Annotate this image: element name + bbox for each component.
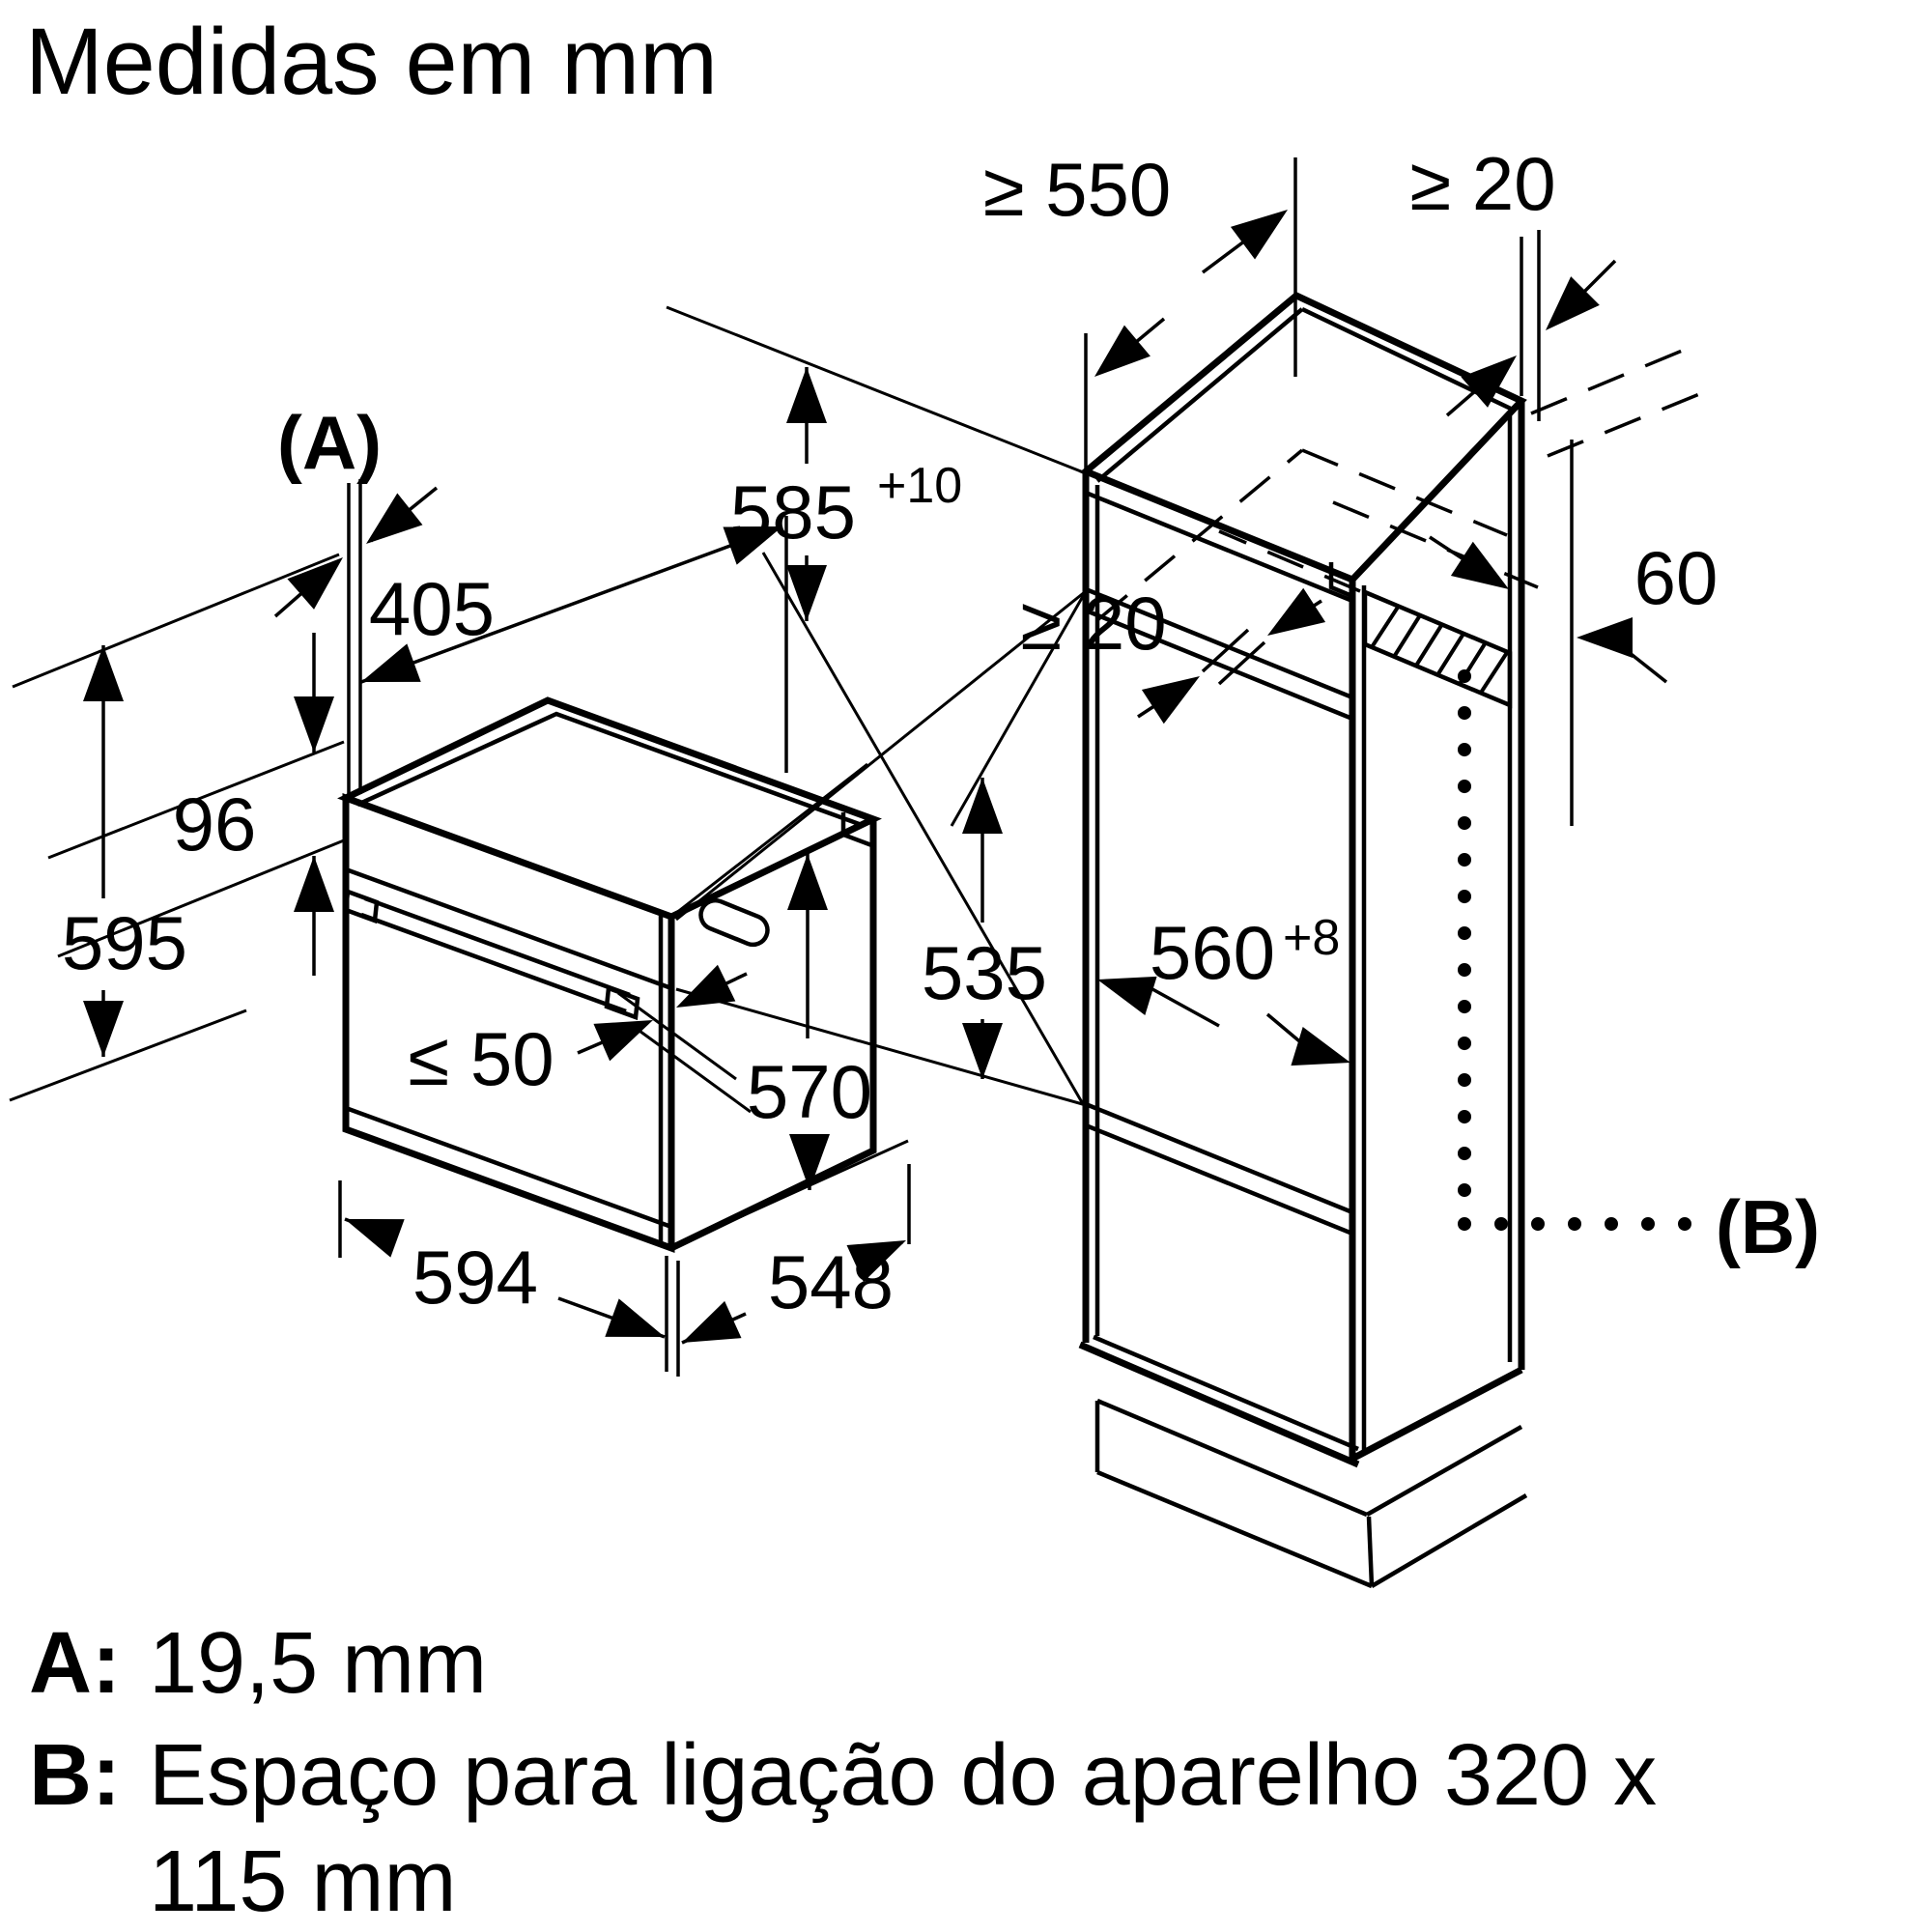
ref-b: (B) bbox=[1716, 1184, 1820, 1269]
arrowhead bbox=[361, 643, 421, 682]
footnotes: A: 19,5 mm B: Espaço para ligação do apare… bbox=[29, 1611, 1782, 1932]
arrowhead bbox=[962, 1023, 1003, 1079]
arrowhead bbox=[682, 1300, 742, 1343]
dim-line bbox=[1137, 599, 1322, 719]
dim-label-shelf-rear-gap: ≥ 20 bbox=[1020, 581, 1166, 666]
arrowhead bbox=[846, 1240, 906, 1283]
footnote-b-line1: Espaço para ligação do aparelho 320 x bbox=[149, 1726, 1658, 1824]
dim-ref-a: (A) bbox=[273, 400, 439, 796]
dim-label-top-recess-depth: 405 bbox=[369, 566, 495, 651]
vent-hatch-outline bbox=[1362, 588, 1513, 709]
dim-oven-depth: 548 bbox=[681, 1164, 911, 1345]
dim-label-oven-width: 594 bbox=[412, 1235, 538, 1320]
dim-label-panel-height: 96 bbox=[173, 781, 257, 867]
oven-drawing bbox=[9, 553, 909, 1254]
dim-top-depth: ≥ 550 bbox=[983, 147, 1297, 469]
arrowhead bbox=[786, 367, 827, 423]
dim-line bbox=[360, 516, 788, 773]
arrowhead bbox=[1094, 325, 1151, 377]
cabinet-outline bbox=[1078, 291, 1527, 1468]
arrowhead bbox=[1230, 210, 1288, 260]
dim-label-door-clearance: ≤ 50 bbox=[408, 1016, 554, 1101]
connection-dotted-line bbox=[1458, 669, 1691, 1232]
arrowhead bbox=[1141, 676, 1200, 724]
dim-line bbox=[273, 479, 439, 796]
dim-door-height: 570 bbox=[747, 854, 872, 1190]
dim-label-oven-height: 595 bbox=[62, 900, 187, 985]
vent-hatch-area bbox=[1362, 588, 1513, 709]
dim-line bbox=[1445, 230, 1617, 421]
oven-side-grip bbox=[698, 897, 770, 948]
dim-label-ref-a: (A) bbox=[277, 400, 382, 485]
vent-hatch-strokes bbox=[1370, 604, 1510, 695]
dim-oven-width: 594 bbox=[338, 1180, 680, 1377]
arrowhead bbox=[1546, 276, 1600, 330]
arrowhead bbox=[366, 493, 423, 544]
arrowhead bbox=[1577, 617, 1633, 658]
dim-label-door-height: 570 bbox=[747, 1049, 872, 1134]
arrowhead bbox=[345, 1219, 405, 1258]
dim-oven-height: 595 bbox=[62, 645, 187, 1057]
arrowhead bbox=[786, 565, 827, 621]
arrowhead bbox=[294, 856, 334, 912]
oven-details bbox=[343, 711, 875, 1244]
dim-vent-depth: 60 bbox=[1429, 440, 1719, 826]
arrowhead bbox=[83, 1001, 124, 1057]
dim-panel-height: 96 bbox=[173, 633, 334, 976]
footnote-a-key: A: bbox=[29, 1615, 121, 1712]
arrowhead bbox=[294, 696, 334, 753]
dim-front-clearance-height: 535 bbox=[922, 778, 1047, 1079]
dim-label-niche-width: 560 bbox=[1150, 910, 1275, 995]
footnote-a-text: 19,5 mm bbox=[149, 1615, 488, 1712]
projection-lines bbox=[666, 305, 1088, 1110]
cabinet-drawing bbox=[666, 291, 1715, 1589]
arrowhead bbox=[593, 1020, 653, 1062]
dim-shelf-rear-gap: ≥ 20 bbox=[1020, 581, 1326, 724]
footnote-b-line2: 115 mm bbox=[149, 1833, 457, 1930]
arrowhead bbox=[723, 526, 782, 565]
footnote-a: A: 19,5 mm bbox=[29, 1611, 1782, 1718]
page-title: Medidas em mm bbox=[25, 9, 718, 114]
dim-label-front-clearance: 535 bbox=[922, 930, 1047, 1015]
dim-label-vent-depth: 60 bbox=[1634, 535, 1719, 620]
dim-niche-width: 560 +8 bbox=[1097, 910, 1350, 1066]
arrowhead bbox=[676, 964, 736, 1008]
arrowhead bbox=[789, 1134, 830, 1190]
dim-label-niche-height-tolerance: +10 bbox=[877, 458, 962, 514]
oven-reference-lines bbox=[9, 553, 909, 1250]
dim-top-recess-depth: 405 bbox=[360, 516, 788, 773]
arrowhead bbox=[962, 778, 1003, 834]
arrowhead bbox=[83, 645, 124, 701]
dim-label-oven-depth: 548 bbox=[768, 1239, 894, 1324]
dim-label-niche-width-tolerance: +8 bbox=[1283, 910, 1340, 966]
arrowhead bbox=[787, 854, 828, 910]
dim-line bbox=[1084, 157, 1297, 469]
arrowhead bbox=[1291, 1026, 1350, 1066]
dim-niche-height: 585 +10 bbox=[730, 367, 962, 621]
arrowhead bbox=[1450, 541, 1509, 589]
arrowhead bbox=[1267, 587, 1326, 636]
cabinet-details bbox=[1085, 306, 1528, 1589]
arrowhead bbox=[287, 557, 343, 610]
arrowhead bbox=[1097, 976, 1157, 1016]
dim-top-rear-gap: ≥ 20 bbox=[1409, 141, 1617, 421]
dim-label-ref-b: (B) bbox=[1716, 1184, 1820, 1269]
cabinet-hidden-dashed-lines bbox=[1095, 342, 1715, 622]
dim-label-top-rear-gap: ≥ 20 bbox=[1409, 141, 1555, 226]
oven-outline bbox=[337, 696, 882, 1254]
footnote-b-key: B: bbox=[29, 1726, 121, 1824]
dim-door-clearance: ≤ 50 bbox=[408, 964, 748, 1101]
arrowhead bbox=[605, 1298, 665, 1337]
arrowhead bbox=[1461, 355, 1517, 408]
dim-label-top-depth: ≥ 550 bbox=[983, 147, 1172, 232]
dim-label-niche-height: 585 bbox=[730, 469, 856, 554]
